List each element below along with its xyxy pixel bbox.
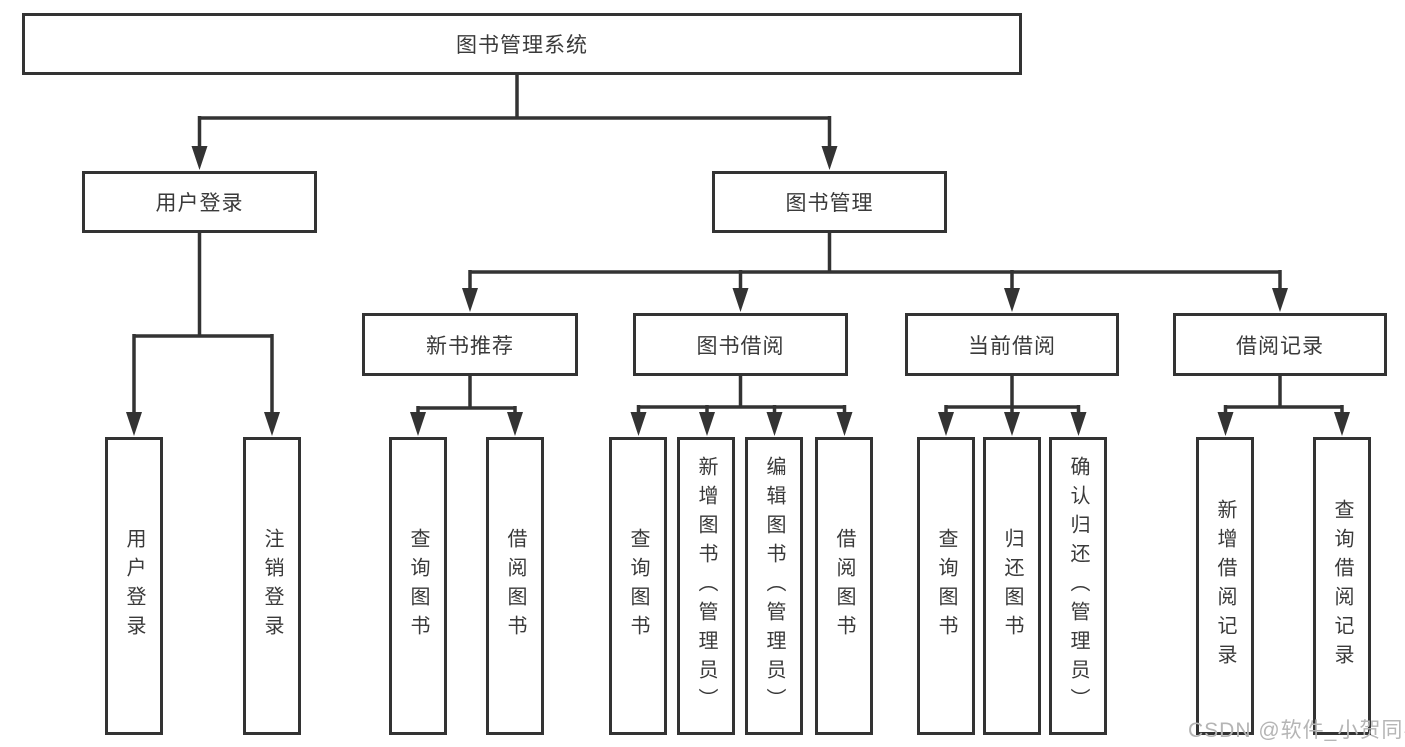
node-borrow-records: 借阅记录: [1173, 313, 1387, 376]
leaf-logout: 注销登录: [243, 437, 301, 735]
node-book-borrowing: 图书借阅: [633, 313, 848, 376]
leaf-query-books-2: 查询图书: [609, 437, 667, 735]
node-library-management-system: 图书管理系统: [22, 13, 1022, 75]
leaf-add-borrow-record: 新增借阅记录: [1196, 437, 1254, 735]
leaf-add-books-admin: 新增图书（管理员）: [677, 437, 735, 735]
leaf-user-login: 用户登录: [105, 437, 163, 735]
node-book-management: 图书管理: [712, 171, 947, 233]
leaf-return-books: 归还图书: [983, 437, 1041, 735]
leaf-query-books-3: 查询图书: [917, 437, 975, 735]
leaf-borrow-books-2: 借阅图书: [815, 437, 873, 735]
node-new-book-recommend: 新书推荐: [362, 313, 578, 376]
leaf-confirm-return-admin: 确认归还（管理员）: [1049, 437, 1107, 735]
leaf-edit-books-admin: 编辑图书（管理员）: [745, 437, 803, 735]
leaf-query-books: 查询图书: [389, 437, 447, 735]
leaf-borrow-books: 借阅图书: [486, 437, 544, 735]
node-current-borrowing: 当前借阅: [905, 313, 1119, 376]
leaf-query-borrow-record: 查询借阅记录: [1313, 437, 1371, 735]
node-user-login: 用户登录: [82, 171, 317, 233]
csdn-watermark: CSDN @软件_小贺同学: [1188, 719, 1405, 742]
